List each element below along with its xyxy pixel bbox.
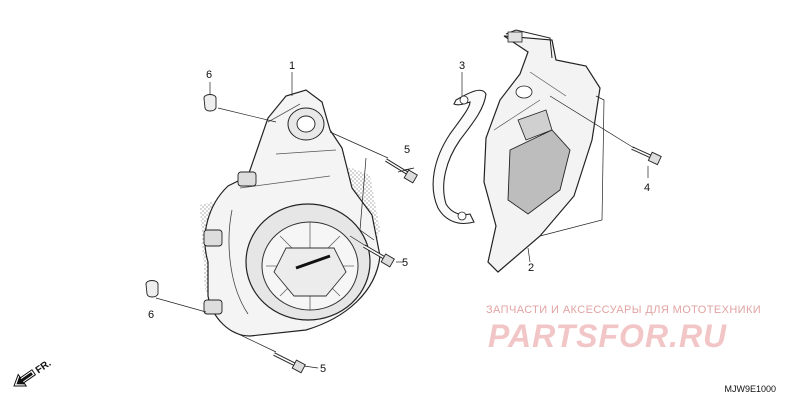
sprocket-cover — [483, 29, 601, 273]
dowel-pin-upper — [203, 94, 217, 112]
callout-5-upper: 5 — [404, 144, 410, 156]
callout-1: 1 — [289, 60, 295, 72]
dowel-pin-lower — [145, 280, 159, 298]
cover-gasket — [432, 89, 487, 225]
front-direction-arrow: FR. — [13, 358, 54, 387]
callout-5-middle: 5 — [402, 257, 408, 269]
callout-6-upper: 6 — [206, 69, 212, 81]
left-crankcase-cover — [200, 89, 381, 337]
front-label: FR. — [34, 358, 54, 376]
diagram-code: MJW9E1000 — [724, 384, 776, 394]
callout-4: 4 — [644, 182, 650, 194]
callout-6-lower: 6 — [148, 309, 154, 321]
bolt-5-upper — [385, 158, 418, 184]
callout-3: 3 — [459, 60, 465, 72]
callout-5-lower: 5 — [320, 363, 326, 375]
bolt-5-middle — [363, 244, 395, 268]
bolt-4 — [631, 146, 662, 166]
watermark-logo: PARTSFOR.RU — [488, 318, 728, 354]
leader-lines — [155, 72, 649, 369]
callout-2: 2 — [528, 262, 534, 274]
bolt-5-lower — [273, 352, 306, 374]
watermark-subtitle: ЗАПЧАСТИ И АКСЕССУАРЫ ДЛЯ МОТОТЕХНИКИ — [486, 304, 762, 316]
